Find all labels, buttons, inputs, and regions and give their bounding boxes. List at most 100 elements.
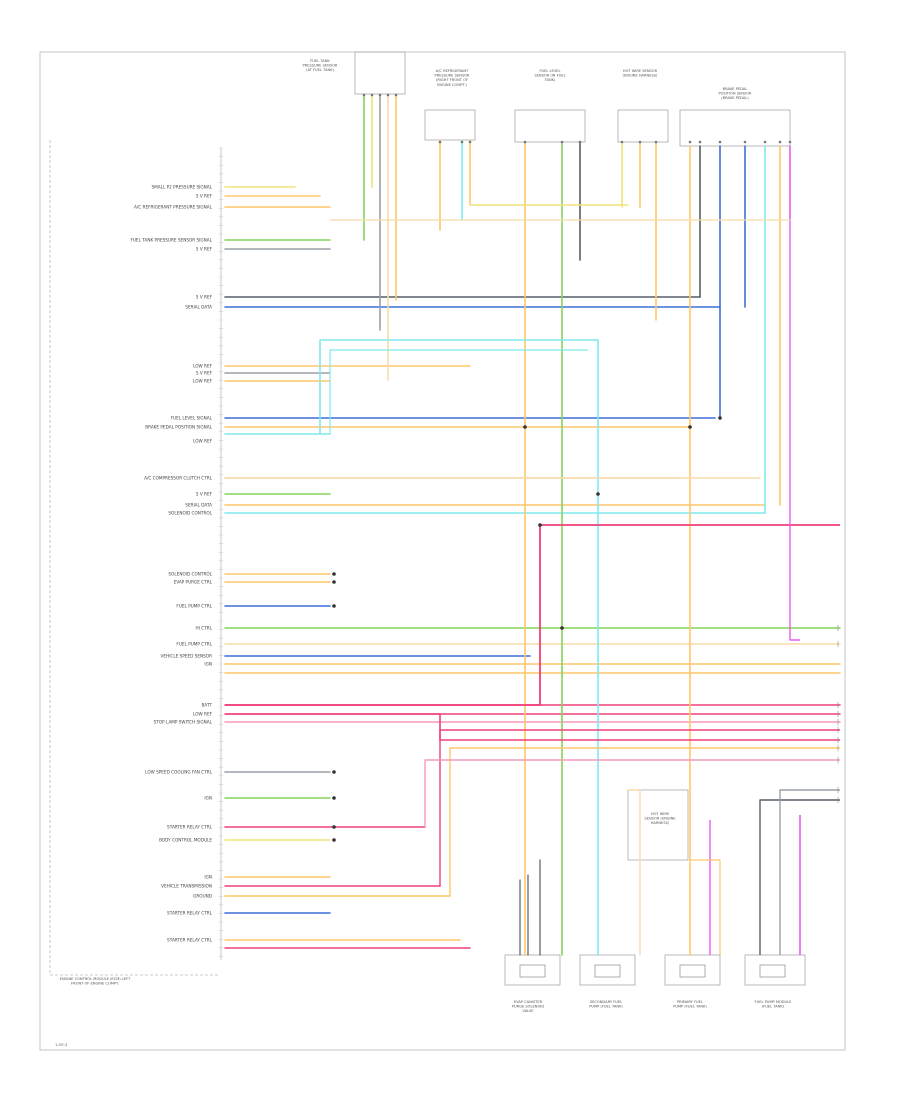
pin-label: SERIAL DATA (185, 305, 212, 310)
bottom-component-box-1 (579, 954, 636, 986)
pin-dot (523, 140, 527, 144)
pin-label: BODY CONTROL MODULE (159, 838, 212, 843)
red-secondary-wire (225, 713, 840, 741)
flow-box-label-line: HARNESS) (651, 821, 670, 825)
component-label-brake_pedal_sensor-line: POSITION SENSOR (718, 92, 752, 96)
component-label-fuel_level_sensor-line: SENSOR (IN FUEL (534, 74, 565, 78)
component-label-secondary_fuel_pump-line: SECONDARY FUEL (590, 1000, 622, 1004)
component-label-ac_refrig_pressure_sensor-line: (RIGHT FRONT OF (436, 78, 468, 82)
bottom-component-box-0 (504, 954, 561, 986)
pin-label: SOLENOID CONTROL (168, 511, 212, 516)
component-label-ac_refrig_pressure_sensor-line: PRESSURE SENSOR (435, 74, 470, 78)
callout-bullet (332, 838, 336, 842)
pin-label: 5 V REF (196, 371, 213, 376)
bottom-component-symbol-3 (759, 964, 786, 978)
component-label-evap_canister_purge-line: PURGE SOLENOID (512, 1005, 544, 1009)
pin-dot (620, 140, 624, 144)
pin-label: LOW REF (193, 364, 213, 369)
page-id: 1-OF-3 (55, 1043, 67, 1047)
component-label-fuel_pump_module: FUEL PUMP MODULE(FUEL TANK) (755, 1000, 793, 1009)
pin-label: SMALL P2 PRESSURE SIGNAL (152, 185, 213, 190)
splice-dot (688, 425, 692, 429)
flow-box-label-line: HOT WIRE (651, 812, 670, 816)
pin-label: STOP LAMP SWITCH SIGNAL (154, 720, 213, 725)
cyan-loop-wire (319, 339, 599, 955)
orange-pump (690, 859, 721, 955)
pin-label: VEHICLE TRANSMISSION (161, 884, 212, 889)
component-label-fuel_tank_pressure_sensor-line: PRESSURE SENSOR (303, 64, 338, 68)
component-label-hot_wire_sensor-line: HOT WIRE SENSOR (623, 69, 658, 73)
bottom-component-symbol-0 (519, 964, 546, 978)
pin-dot (362, 93, 366, 97)
pin-label: IGN (204, 875, 212, 880)
pin-label: STARTER RELAY CTRL (167, 911, 213, 916)
red-main-wire (225, 524, 840, 706)
tan-lower (628, 789, 641, 955)
bottom-component-box-2 (664, 954, 721, 986)
pin-dot (688, 140, 692, 144)
pin-label: FUEL TANK PRESSURE SENSOR SIGNAL (130, 238, 212, 243)
flow-box-label-line: SENSOR (ENGINE (644, 817, 676, 821)
component-label-secondary_fuel_pump-line: PUMP (FUEL TANK) (589, 1005, 623, 1009)
pin-label: 5 V REF (196, 247, 213, 252)
pin-label: STARTER RELAY CTRL (167, 825, 213, 830)
pin-label: EVAP PURGE CTRL (174, 580, 213, 585)
callout-bullet (332, 796, 336, 800)
pin-dot (460, 140, 464, 144)
component-label-fuel_pump_module-line: (FUEL TANK) (762, 1005, 785, 1009)
callout-bullet (332, 580, 336, 584)
component-label-ac_refrig_pressure_sensor-line: A/C REFRIGERANT (436, 69, 469, 73)
pin-dot (468, 140, 472, 144)
pin-label: LOW REF (193, 379, 213, 384)
splice-dot (523, 425, 527, 429)
pin-dot (638, 140, 642, 144)
dark-lower (759, 799, 840, 955)
pin-label: IGN (204, 796, 212, 801)
fuel-pump-flow-box (627, 789, 689, 861)
component-box-0 (354, 51, 406, 95)
pin-label: HI CTRL (196, 626, 213, 631)
pin-label: FUEL PUMP CTRL (176, 604, 212, 609)
splice-dot (718, 416, 722, 420)
pin-label: FUEL LEVEL SIGNAL (171, 416, 213, 421)
component-label-fuel_pump_module-line: FUEL PUMP MODULE (755, 1000, 793, 1004)
outer-frame (39, 51, 846, 1051)
pin-dot (394, 93, 398, 97)
pin-dot (743, 140, 747, 144)
pin-label: SOLENOID CONTROL (168, 572, 212, 577)
pin-label: LOW REF (193, 712, 213, 717)
cyan-loop-inner (329, 349, 588, 434)
component-box-3 (617, 109, 669, 143)
component-label-evap_canister_purge-line: EVAP CANISTER (514, 1000, 543, 1004)
pin-label: VEHICLE SPEED SENSOR (161, 654, 213, 659)
pin-dot (654, 140, 658, 144)
gray-lower (779, 789, 840, 955)
pin-dot (788, 140, 792, 144)
bottom-component-symbol-2 (679, 964, 706, 978)
ecm-label-line: FRONT OF ENGINE COMPT. (71, 982, 119, 986)
pin-dot (778, 140, 782, 144)
pin-dot (378, 93, 382, 97)
pin-dot (560, 140, 564, 144)
pin-label: A/C REFRIGERANT PRESSURE SIGNAL (134, 205, 213, 210)
pin-label: FUEL PUMP CTRL (176, 642, 212, 647)
pin-label: 5 V REF (196, 194, 213, 199)
pin-label: IGN (204, 662, 212, 667)
ecm-label-line: ENGINE CONTROL MODULE (ECM) LEFT (60, 977, 131, 981)
component-label-fuel_tank_pressure_sensor-line: FUEL TANK (310, 59, 330, 63)
pin-label: LOW SPEED COOLING FAN CTRL (145, 770, 213, 775)
pin-dot (763, 140, 767, 144)
callout-bullet (332, 572, 336, 576)
pin-label: BRAKE PEDAL POSITION SIGNAL (145, 425, 212, 430)
component-label-fuel_level_sensor-line: FUEL LEVEL (539, 69, 560, 73)
